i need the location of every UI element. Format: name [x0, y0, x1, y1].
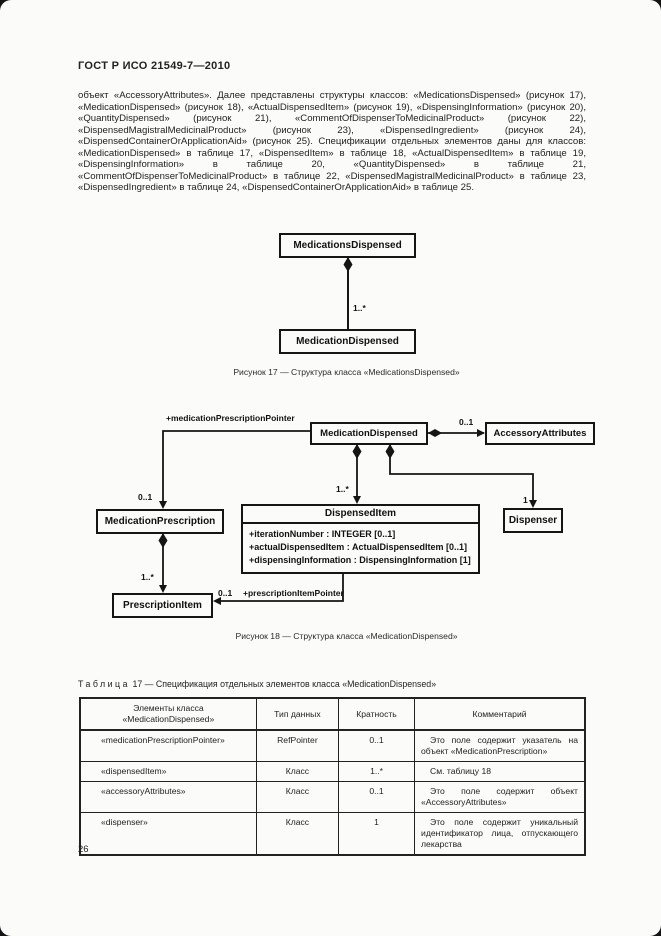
- table-header-row: Элементы класса «MedicationDispensed» Ти…: [78, 697, 587, 731]
- cell-element: «medicationPrescriptionPointer»: [78, 729, 257, 762]
- cell-multiplicity: 1: [338, 812, 416, 856]
- attribute-dispensing-information: +dispensingInformation : DispensingInfor…: [249, 555, 471, 565]
- prescription-multiplicity-label: 0..1: [138, 492, 153, 502]
- cell-element: «dispenser»: [78, 812, 257, 856]
- cell-comment: См. таблицу 18: [414, 761, 587, 782]
- multiplicity-label: 1..*: [353, 303, 366, 313]
- table-17-title-word: Таблица: [78, 679, 130, 689]
- table-row: «dispenser» Класс 1 Это поле содержит ун…: [78, 812, 587, 856]
- accessory-multiplicity-label: 0..1: [459, 417, 474, 427]
- cell-type: Класс: [255, 812, 340, 856]
- cell-multiplicity: 0..1: [338, 729, 416, 762]
- column-header-multiplicity: Кратность: [338, 697, 416, 731]
- dispensed-item-multiplicity-label: 1..*: [336, 484, 349, 494]
- attribute-iteration-number: +iterationNumber : INTEGER [0..1]: [249, 529, 396, 539]
- standard-number-header: ГОСТ Р ИСО 21549-7—2010: [78, 60, 231, 72]
- cell-comment: Это поле содержит объект «AccessoryAttri…: [414, 781, 587, 813]
- figure-17: MedicationsDispensed MedicationDispensed…: [0, 225, 661, 390]
- uml-class-medication-dispensed: MedicationDispensed: [279, 329, 416, 354]
- cell-multiplicity: 1..*: [338, 761, 416, 782]
- column-header-comment: Комментарий: [414, 697, 587, 731]
- table-row: «dispensedItem» Класс 1..* См. таблицу 1…: [78, 761, 587, 782]
- attribute-actual-dispensed-item: +actualDispensedItem : ActualDispensedIt…: [249, 542, 467, 552]
- table-row: «accessoryAttributes» Класс 0..1 Это пол…: [78, 781, 587, 813]
- cell-type: Класс: [255, 761, 340, 782]
- column-header-elements: Элементы класса «MedicationDispensed»: [78, 697, 257, 731]
- medication-prescription-pointer-label: +medicationPrescriptionPointer: [166, 413, 295, 423]
- dispensed-item-attributes: +iterationNumber : INTEGER [0..1] +actua…: [243, 524, 478, 572]
- uml-class-medication-dispensed: MedicationDispensed: [310, 422, 428, 445]
- table-row: «medicationPrescriptionPointer» RefPoint…: [78, 729, 587, 762]
- figure-18: MedicationDispensed AccessoryAttributes …: [0, 405, 661, 650]
- uml-class-accessory-attributes: AccessoryAttributes: [485, 422, 595, 445]
- cell-comment: Это поле содержит уникальный идентификат…: [414, 812, 587, 856]
- figure-18-caption: Рисунок 18 — Структура класса «Medicatio…: [235, 631, 458, 641]
- cell-comment: Это поле содержит указатель на объект «M…: [414, 729, 587, 762]
- uml-class-dispenser: Dispenser: [503, 508, 563, 533]
- dispensed-item-title: DispensedItem: [243, 506, 478, 524]
- uml-class-prescription-item: PrescriptionItem: [112, 593, 213, 618]
- uml-class-medication-prescription: MedicationPrescription: [96, 509, 224, 534]
- dispenser-multiplicity-label: 1: [523, 495, 528, 505]
- column-header-data-type: Тип данных: [255, 697, 340, 731]
- intro-paragraph: объект «AccessoryAttributes». Далее пред…: [78, 90, 586, 193]
- pointer-multiplicity-label: 0..1: [218, 588, 233, 598]
- cell-element: «accessoryAttributes»: [78, 781, 257, 813]
- figure-17-connectors: [343, 257, 353, 329]
- prescription-item-multiplicity-label: 1..*: [141, 572, 154, 582]
- cell-type: RefPointer: [255, 729, 340, 762]
- uml-class-dispensed-item: DispensedItem +iterationNumber : INTEGER…: [241, 504, 480, 574]
- figure-18-connectors: [158, 429, 537, 605]
- table-17: Элементы класса «MedicationDispensed» Ти…: [78, 697, 587, 856]
- cell-type: Класс: [255, 781, 340, 813]
- table-17-title-rest: 17 — Спецификация отдельных элементов кл…: [132, 679, 437, 689]
- uml-class-medications-dispensed: MedicationsDispensed: [279, 233, 416, 258]
- page-number: 26: [78, 844, 89, 855]
- prescription-item-pointer-label: +prescriptionItemPointer: [243, 588, 344, 598]
- cell-multiplicity: 0..1: [338, 781, 416, 813]
- table-17-title: Таблица 17 — Спецификация отдельных элем…: [78, 679, 586, 689]
- cell-element: «dispensedItem»: [78, 761, 257, 782]
- figure-17-caption: Рисунок 17 — Структура класса «Medicatio…: [233, 367, 460, 377]
